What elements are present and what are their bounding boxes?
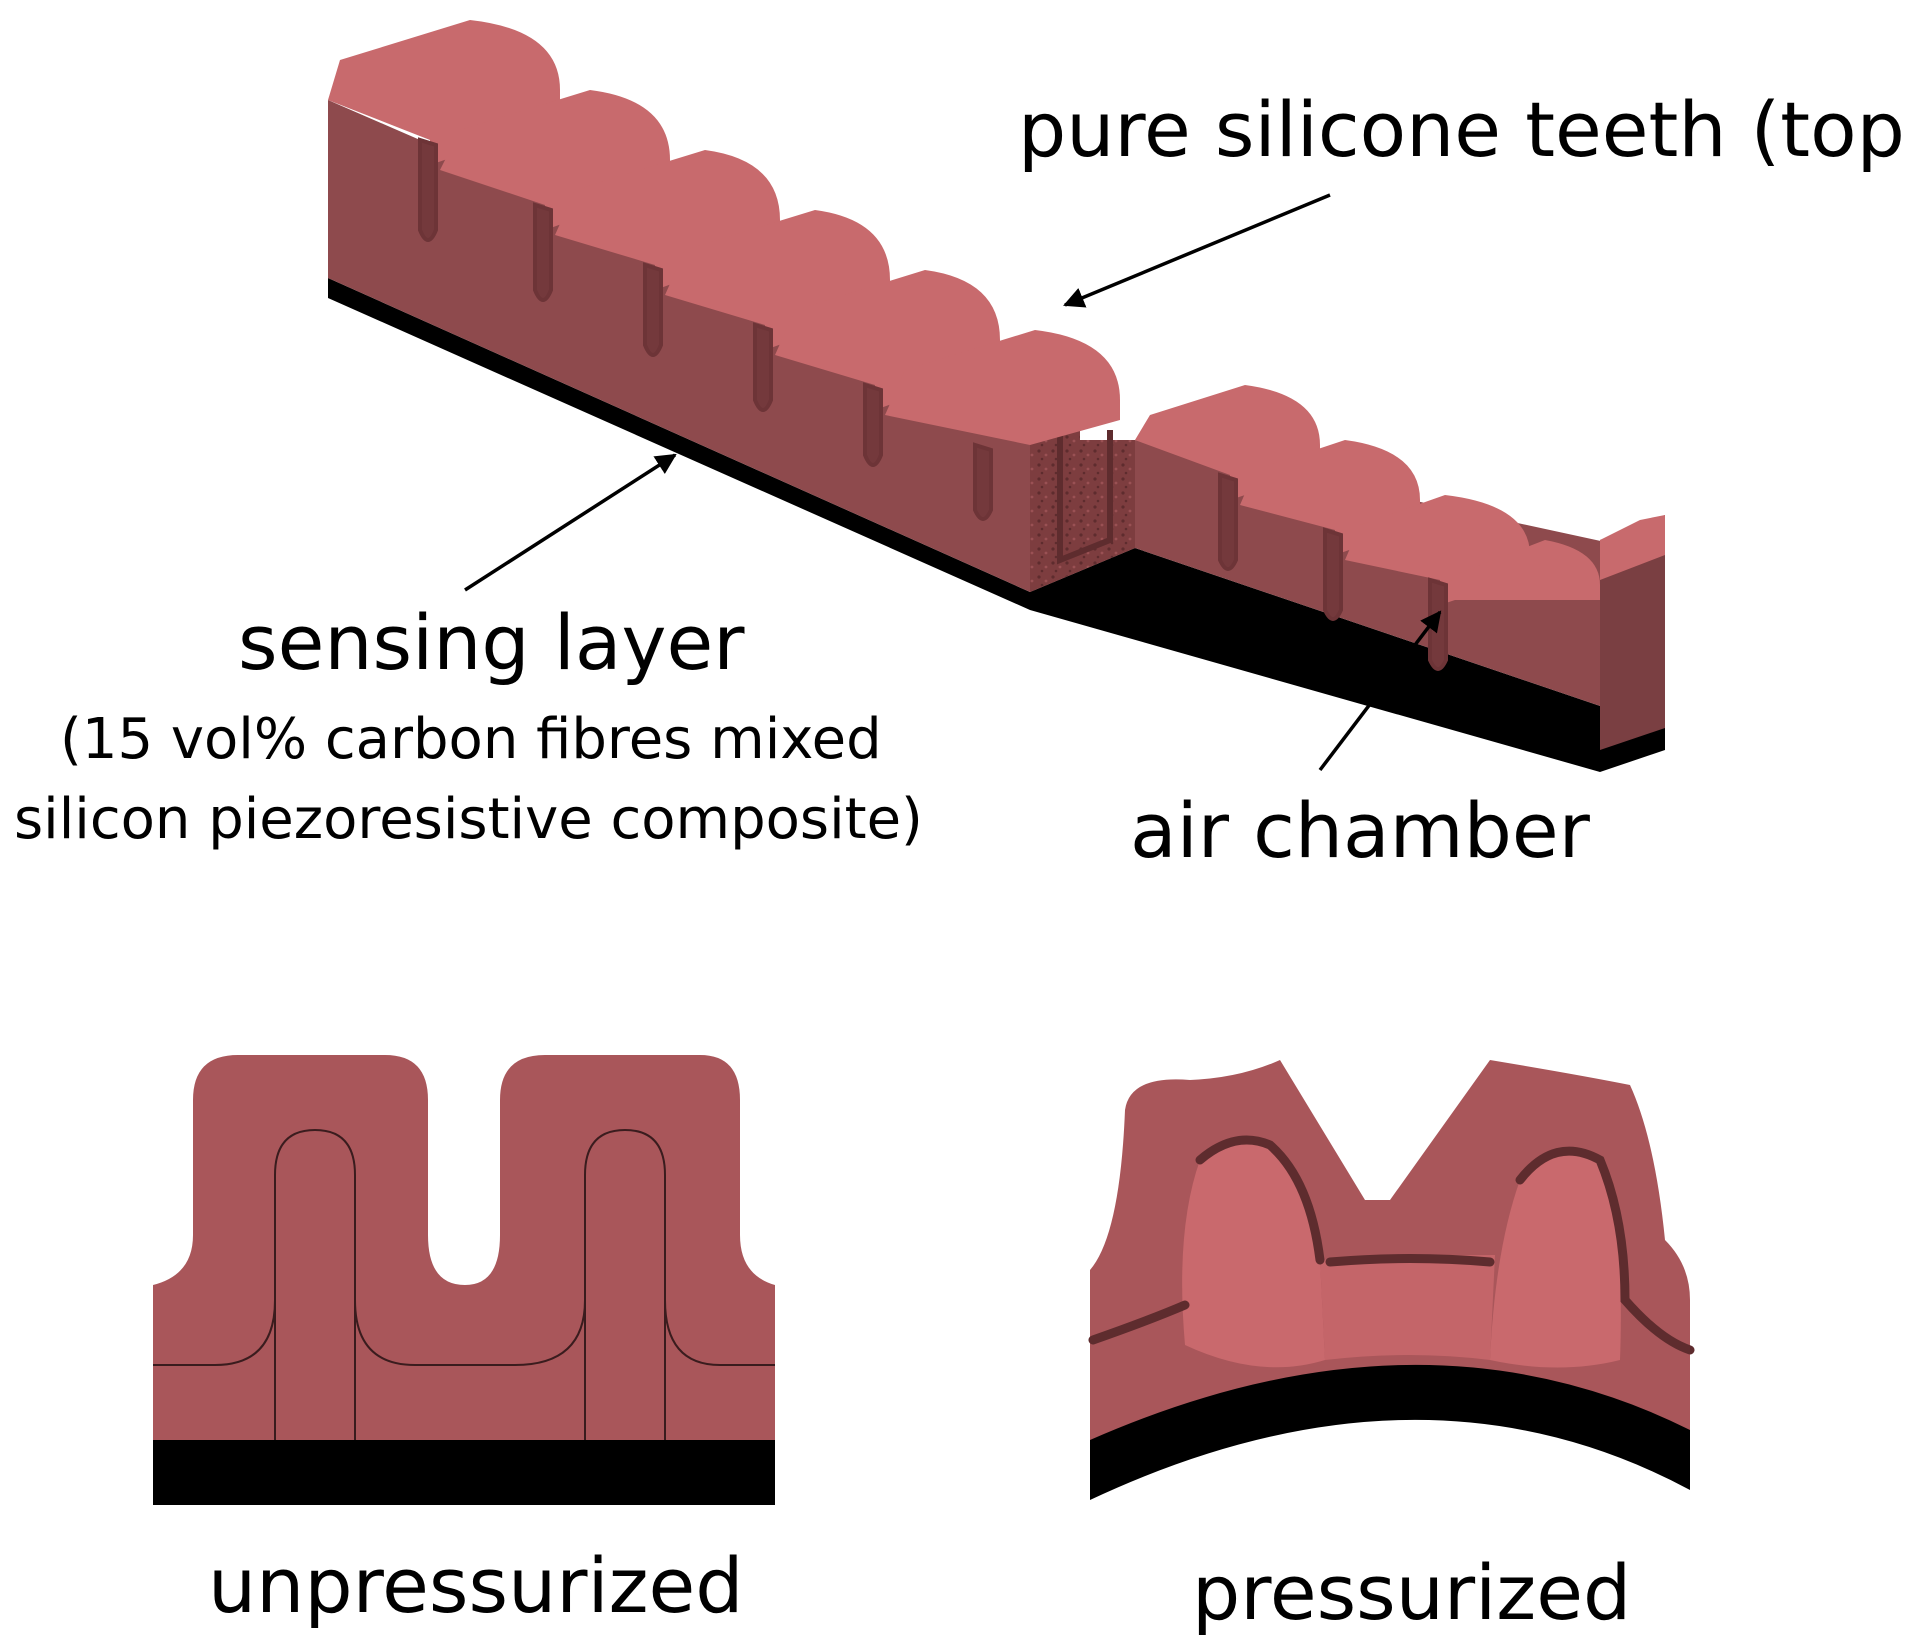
- sensing-layer-detail-2: silicon piezoresistive composite): [14, 787, 923, 852]
- teeth-arrow: [1063, 193, 1331, 308]
- pressurized-sensing-layer: [1090, 1364, 1690, 1500]
- actuator-front-face: [328, 100, 1030, 592]
- pressurized-label: pressurized: [1192, 1548, 1632, 1637]
- sensing-layer-strip: [328, 278, 1665, 772]
- silicone-teeth: [328, 20, 1665, 605]
- air-chamber-arrow: [1318, 610, 1442, 772]
- unpressurized-body: [153, 1055, 775, 1440]
- sensing-layer-detail-1: (15 vol% carbon fibres mixed: [60, 707, 882, 772]
- teeth-label: pure silicone teeth (top): [1018, 85, 1910, 174]
- pressurized-left-chamber: [1182, 1140, 1325, 1368]
- sensing-layer-arrow: [464, 453, 677, 592]
- air-chamber-label: air chamber: [1130, 786, 1590, 875]
- pressurized-center-bulge: [1320, 1255, 1495, 1360]
- actuator-3d-view: [328, 20, 1665, 772]
- unpressurized-chamber-lines: [153, 1128, 775, 1440]
- tooth-grooves: [418, 137, 1448, 671]
- unpressurized-label: unpressurized: [208, 1541, 744, 1630]
- actuator-lower-front-face: [1030, 440, 1665, 728]
- sensing-layer-label: sensing layer: [238, 598, 745, 687]
- pressurized-section: [1088, 1060, 1695, 1500]
- pressurized-chamber-edges: [1088, 1135, 1695, 1355]
- unpressurized-section: [153, 1055, 775, 1505]
- air-chamber-channel: [1057, 420, 1113, 565]
- unpressurized-sensing-layer: [153, 1440, 775, 1505]
- pressurized-right-chamber: [1490, 1148, 1621, 1368]
